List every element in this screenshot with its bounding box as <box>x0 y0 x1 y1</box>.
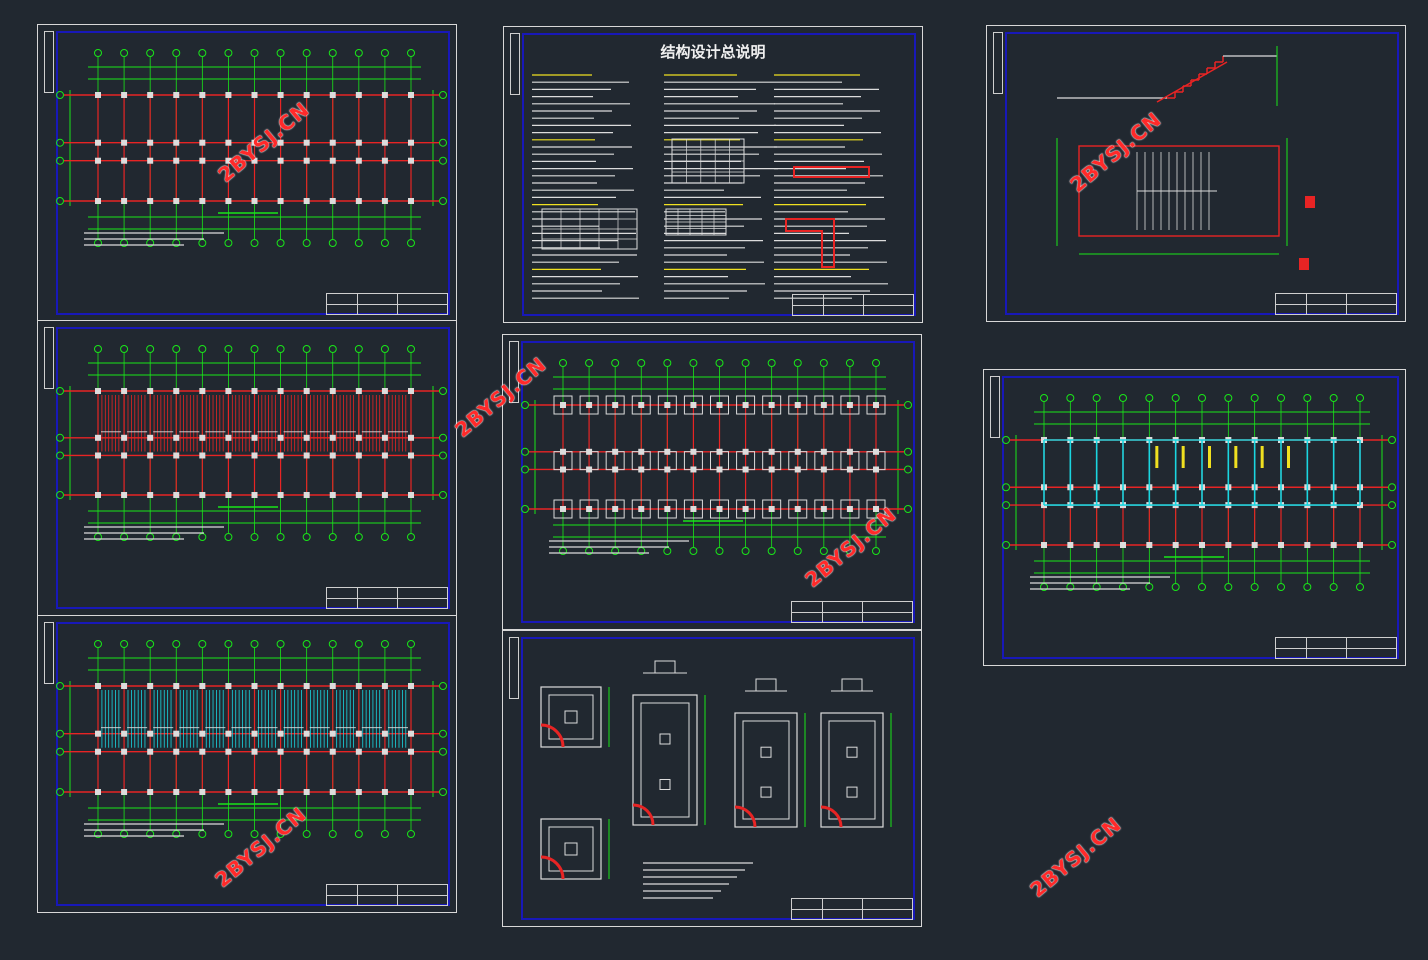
drawing-sheet-general-notes[interactable]: 结构设计总说明 <box>503 26 923 323</box>
sheet-side-strip <box>993 32 1003 94</box>
drawing-sheet-plan-2[interactable] <box>37 320 457 616</box>
notes-text-block <box>532 74 888 299</box>
sheet-side-strip <box>509 637 519 699</box>
plan-drawing <box>56 640 447 838</box>
sheet-frame <box>521 341 915 623</box>
sheet-frame <box>1005 32 1399 315</box>
title-block <box>792 294 914 316</box>
plan-drawing <box>56 49 447 247</box>
sheet-side-strip <box>44 327 54 389</box>
drawing-sheet-plan-3[interactable] <box>983 369 1406 666</box>
drawing-sheet-stair[interactable] <box>986 25 1406 322</box>
sheet-frame <box>1002 376 1399 659</box>
plan-drawing <box>1002 394 1396 591</box>
drawing-sheet-foundation-plan[interactable] <box>502 334 922 630</box>
sheet-frame <box>56 327 450 609</box>
drawing-sheet-footing-details[interactable] <box>502 630 922 927</box>
sheet-side-strip <box>44 31 54 93</box>
sheet-side-strip <box>509 341 519 403</box>
drawing-sheet-plan-1[interactable] <box>37 24 457 322</box>
plan-drawing <box>56 345 447 541</box>
title-block <box>1275 293 1397 315</box>
sheet-frame <box>521 637 915 920</box>
sheet-frame <box>56 622 450 906</box>
stair-drawing <box>1056 46 1315 270</box>
sheet-side-strip <box>990 376 1000 438</box>
footing-drawing <box>540 660 892 899</box>
sheet-title: 结构设计总说明 <box>660 43 766 61</box>
plan-drawing <box>521 359 912 555</box>
watermark-text: 2BYSJ.CN <box>1025 811 1127 903</box>
sheet-frame <box>56 31 450 315</box>
title-block <box>326 587 448 609</box>
sheet-side-strip <box>44 622 54 684</box>
title-block <box>791 601 913 623</box>
sheet-frame <box>522 33 916 316</box>
title-block <box>1275 637 1397 659</box>
title-block <box>326 884 448 906</box>
title-block <box>326 293 448 315</box>
sheet-side-strip <box>510 33 520 95</box>
title-block <box>791 898 913 920</box>
drawing-sheet-plan-4[interactable] <box>37 615 457 913</box>
